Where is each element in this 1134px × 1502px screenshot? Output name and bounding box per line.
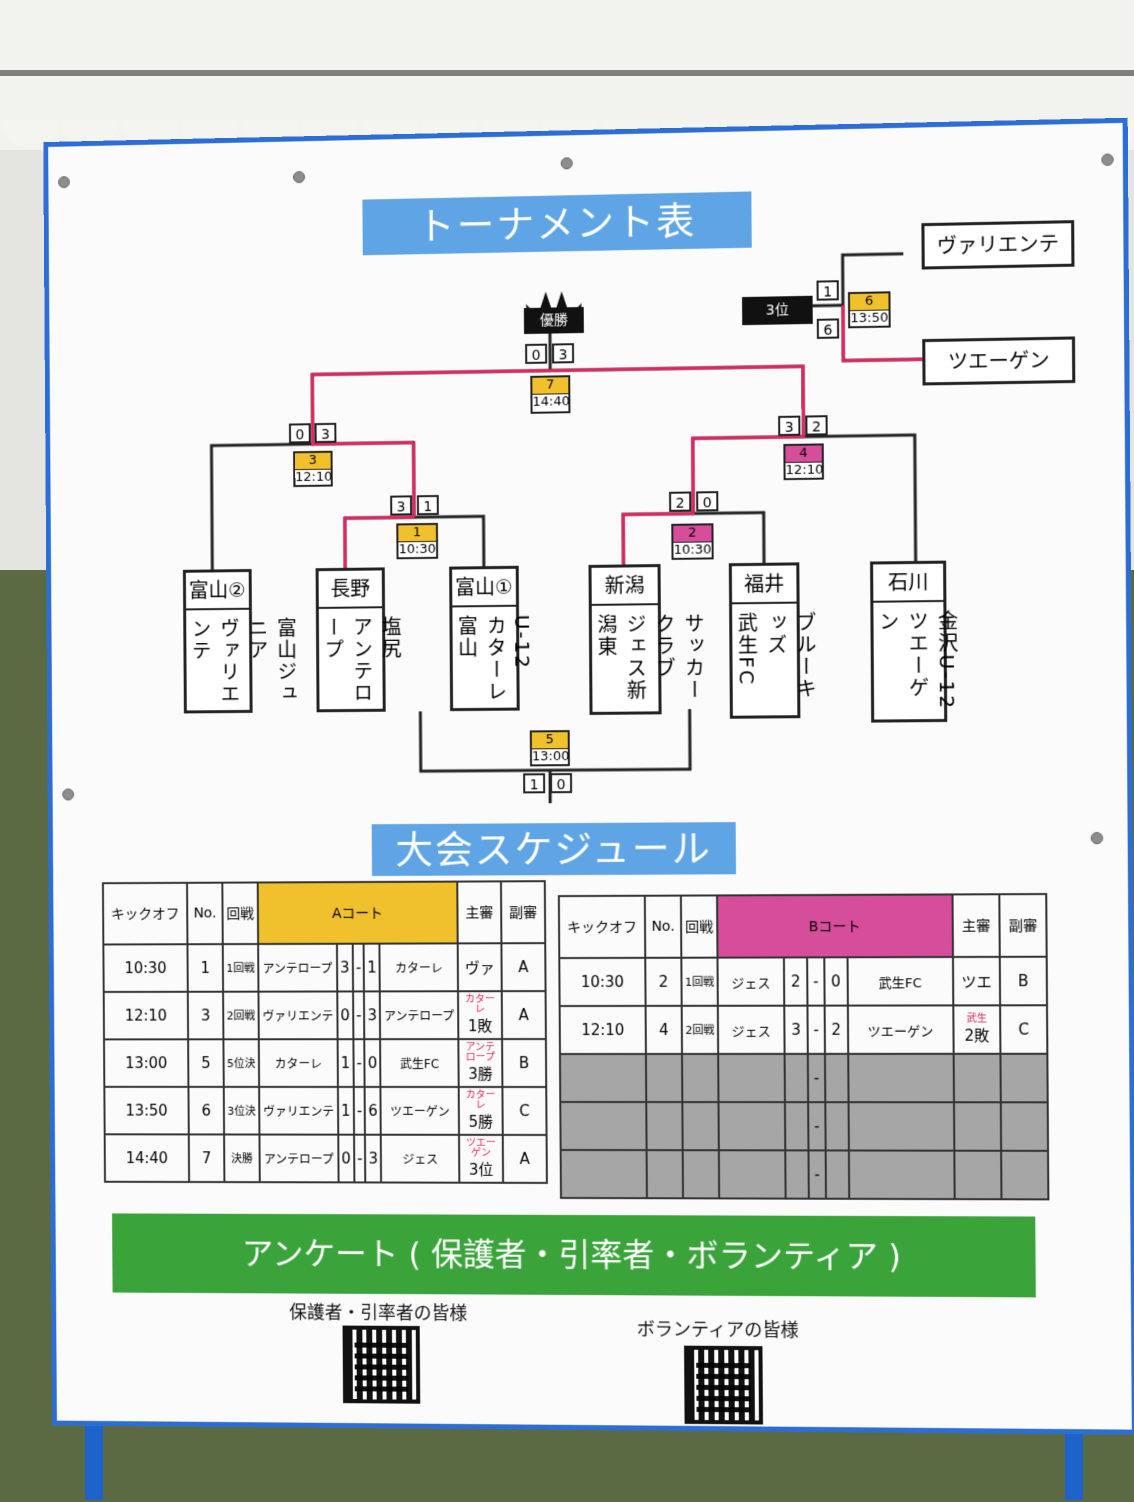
m6-score-2: 6 [816, 318, 840, 339]
table-row-empty: - [560, 1149, 1049, 1200]
match-4-box: 4 12:10 [783, 443, 824, 481]
m2-score-1: 2 [669, 491, 692, 512]
table-row-empty: - [560, 1101, 1049, 1151]
court-a-title: Aコート [257, 881, 458, 945]
survey-banner: アンケート ( 保護者・引率者・ボランティア ) [112, 1213, 1036, 1298]
semi-left-score-2: 3 [314, 422, 337, 444]
m5-score-2: 0 [550, 773, 573, 794]
team-card: 新潟 ジェス新潟東 サッカークラブ [588, 564, 706, 715]
winner-label: 優勝 [523, 306, 584, 335]
board-leg-left [85, 1410, 103, 1500]
team-card: 富山② ヴァリエンテ 富山ジュニア [182, 569, 298, 714]
team-card: 富山① カターレ富山 U-12 [449, 565, 534, 712]
team-card: 福井 武生FC ブルーキッズ [728, 562, 817, 719]
tent-frame [0, 70, 1134, 76]
semi-right-score-1: 3 [778, 415, 801, 437]
m1-score-1: 3 [390, 495, 413, 516]
team-card: 石川 ツエーゲン 金沢U-12 [870, 560, 959, 723]
m2-score-2: 0 [696, 491, 719, 512]
semi-left-score-1: 0 [288, 423, 311, 444]
semi-right-score-2: 2 [805, 415, 828, 436]
m5-score-1: 1 [523, 773, 546, 794]
match-7-box: 7 14:40 [530, 375, 571, 414]
match-5-box: 5 13:00 [529, 730, 570, 767]
third-place-label: 3位 [742, 295, 813, 326]
team-card: 長野 アンテロープ 塩尻 [315, 567, 402, 713]
tournament-board: トーナメント表 [43, 117, 1134, 1435]
final-score-right: 3 [552, 343, 575, 364]
match-1-box: 1 10:30 [396, 522, 439, 560]
court-b-title: Bコート [717, 894, 953, 958]
match-2-box: 2 10:30 [671, 523, 714, 560]
match-3-box: 3 12:10 [293, 450, 333, 488]
schedule-title: 大会スケジュール [371, 822, 737, 876]
third-team-1: ヴァリエンテ [921, 220, 1075, 270]
qr-label-volunteers: ボランティアの皆様 [636, 1319, 799, 1342]
table-row-empty: - [559, 1053, 1048, 1103]
m6-score-1: 1 [816, 280, 839, 301]
qr-code-volunteers[interactable] [684, 1345, 764, 1425]
final-score-left: 0 [525, 343, 548, 364]
match-6-box: 6 13:50 [847, 291, 891, 329]
qr-label-guardians: 保護者・引率者の皆様 [289, 1302, 468, 1325]
m1-score-2: 1 [416, 494, 439, 516]
screw [1090, 832, 1104, 845]
third-team-2: ツエーゲン [922, 336, 1076, 386]
qr-code-guardians[interactable] [342, 1325, 421, 1404]
